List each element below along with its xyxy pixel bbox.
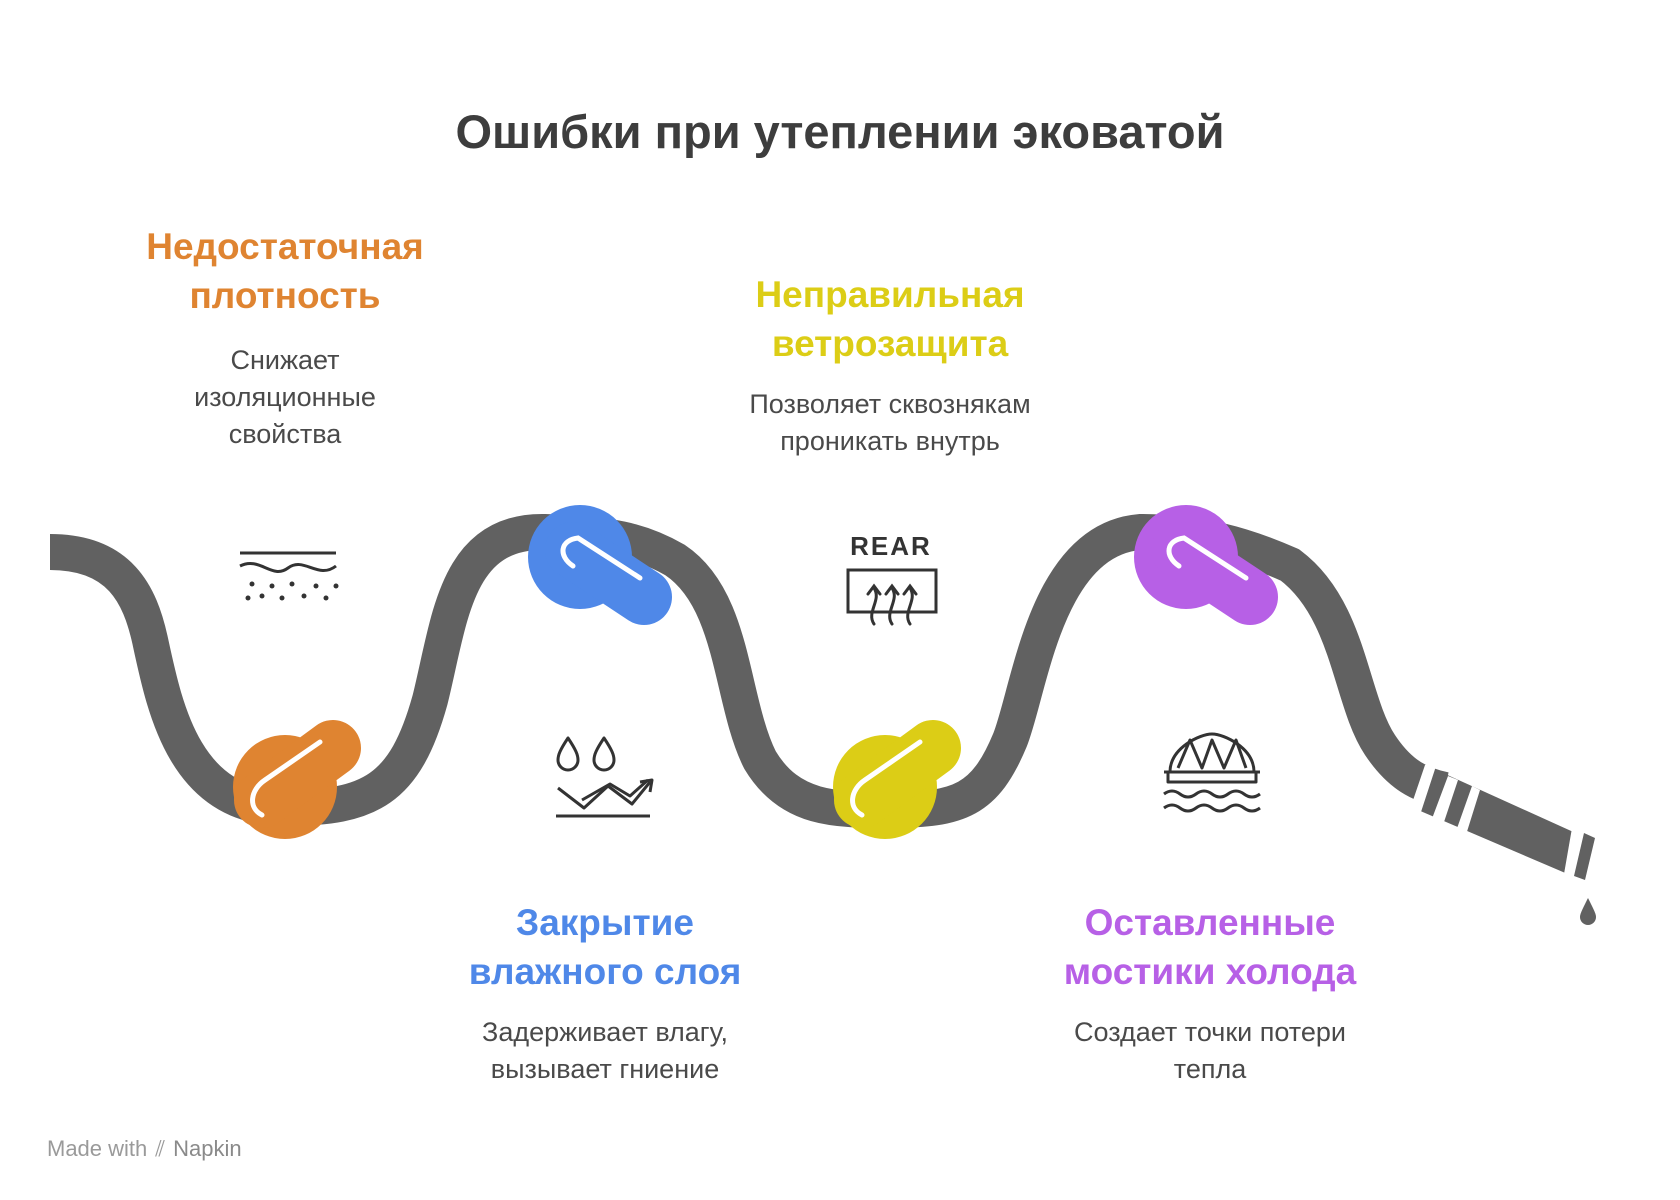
step-2-text: Закрытие влажного слоя Задерживает влагу… <box>400 898 810 1088</box>
step-2-heading-line-1: Закрытие <box>516 902 694 943</box>
step-1-text: Недостаточная плотность Снижает изоляцио… <box>115 222 455 453</box>
step-3-heading-line-1: Неправильная <box>755 274 1025 315</box>
step-1-desc-line-2: изоляционные <box>194 382 376 412</box>
water-drop-icon <box>1580 898 1596 925</box>
step-1-heading-line-2: плотность <box>189 275 381 316</box>
knot-yellow <box>833 720 961 839</box>
footer-credit: Made with ⫽ Napkin <box>47 1136 242 1162</box>
step-3-desc-line-2: проникать внутрь <box>780 426 1000 456</box>
napkin-logo-icon: ⫽ <box>155 1136 166 1161</box>
step-1-heading-line-1: Недостаточная <box>146 226 424 267</box>
step-1-desc-line-1: Снижает <box>230 345 340 375</box>
density-dots-icon <box>239 551 339 601</box>
step-4-text: Оставленные мостики холода Создает точки… <box>1000 898 1420 1088</box>
step-3-desc-line-1: Позволяет сквознякам <box>749 389 1031 419</box>
footer-made-with: Made with <box>47 1136 148 1161</box>
step-2-desc-line-2: вызывает гниение <box>490 1054 720 1084</box>
step-4-heading-line-1: Оставленные <box>1084 902 1336 943</box>
step-4-desc-line-1: Создает точки потери <box>1074 1017 1346 1047</box>
step-2-heading-line-2: влажного слоя <box>468 951 742 992</box>
rear-icon-label: REAR <box>850 531 932 561</box>
bridge-over-water-icon <box>1163 732 1261 813</box>
knot-blue <box>528 505 672 625</box>
hose-nozzle <box>1407 760 1595 880</box>
step-3-heading-line-2: ветрозащита <box>771 323 1009 364</box>
step-2-desc-line-1: Задерживает влагу, <box>482 1017 728 1047</box>
footer-brand: Napkin <box>173 1136 242 1161</box>
step-1-desc-line-3: свойства <box>228 419 342 449</box>
rear-defrost-icon: REAR <box>846 531 938 626</box>
step-4-heading-line-2: мостики холода <box>1063 951 1357 992</box>
knot-orange <box>233 720 361 839</box>
knot-purple <box>1134 505 1278 625</box>
step-3-text: Неправильная ветрозащита Позволяет сквоз… <box>690 270 1090 460</box>
moisture-rising-icon <box>556 736 654 818</box>
knot-outlines <box>250 535 1249 818</box>
page-title: Ошибки при утеплении эковатой <box>455 105 1225 158</box>
step-4-desc-line-2: тепла <box>1173 1054 1247 1084</box>
